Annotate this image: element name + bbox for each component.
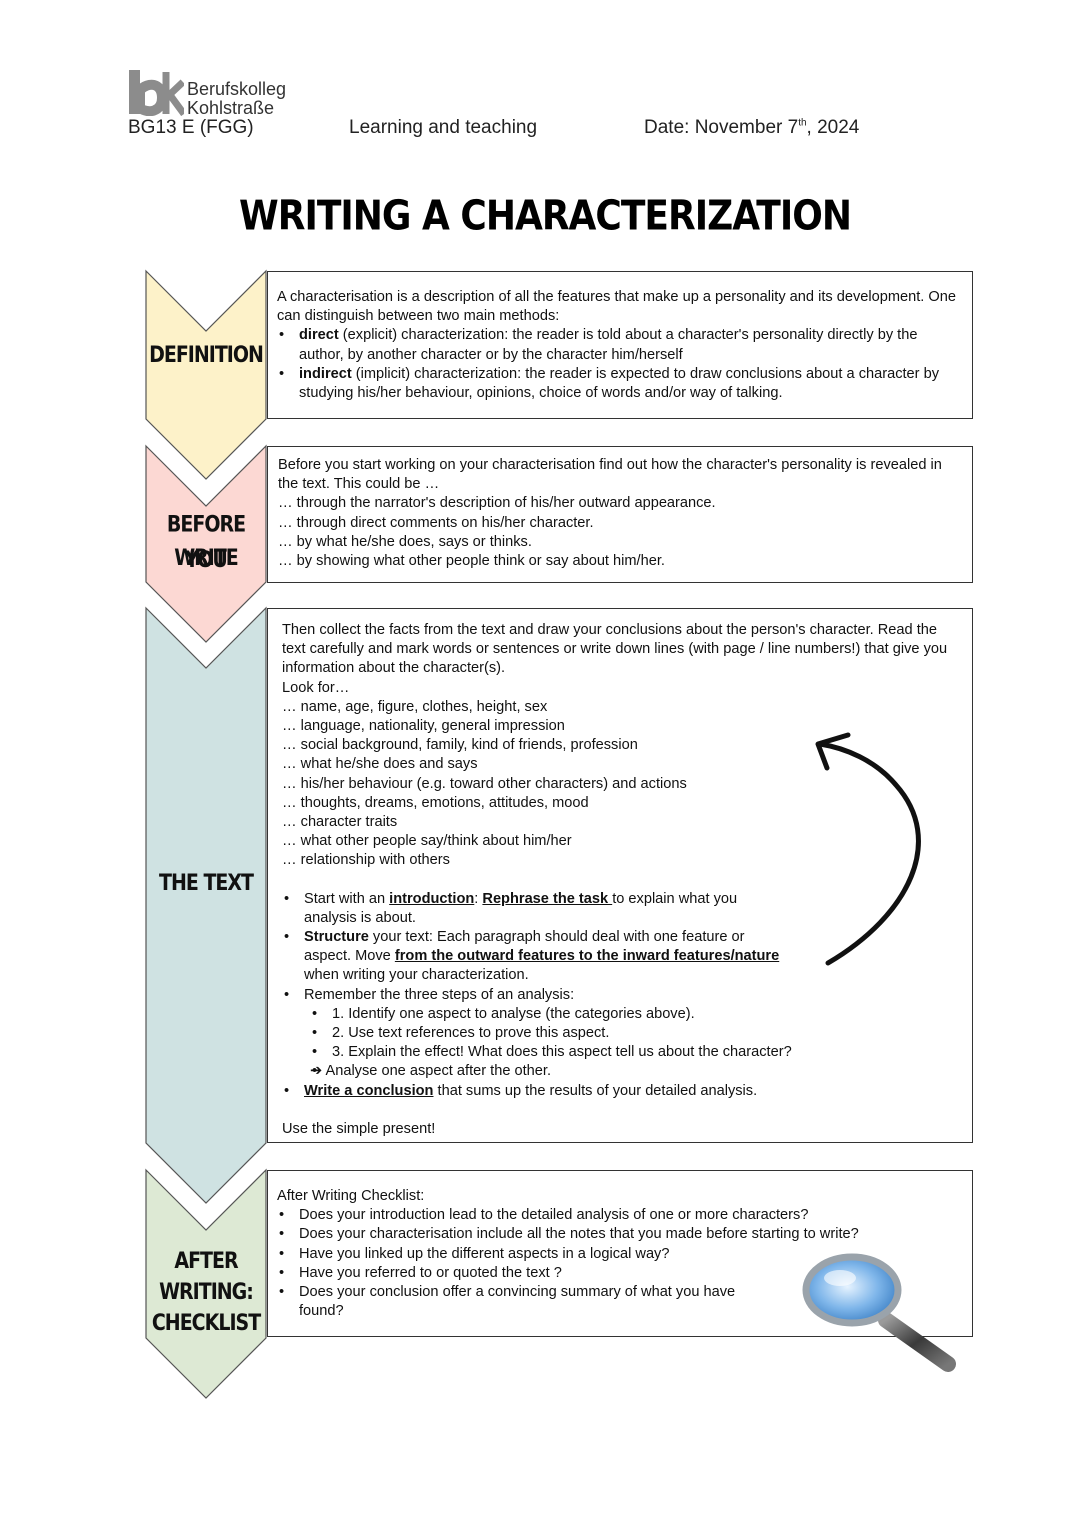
list-item: Start with an introduction: Rephrase the… xyxy=(282,890,792,928)
list-item: … social background, family, kind of fri… xyxy=(282,737,638,754)
checklist-item: Does your conclusion offer a convincing … xyxy=(277,1283,749,1321)
list-item: Structure your text: Each paragraph shou… xyxy=(282,928,792,986)
checklist-item: Have you linked up the different aspects… xyxy=(277,1245,962,1264)
list-item: … what other people say/think about him/… xyxy=(282,833,572,850)
step-item: 3. Explain the effect! What does this as… xyxy=(310,1043,962,1062)
analysis-steps: 1. Identify one aspect to analyse (the c… xyxy=(282,1005,962,1082)
list-item: Write a conclusion that sums up the resu… xyxy=(282,1082,962,1101)
checklist-item: Does your introduction lead to the detai… xyxy=(277,1206,962,1225)
definition-list: direct (explicit) characterization: the … xyxy=(277,326,962,403)
page-title: WRITING A CHARACTERIZATION xyxy=(239,192,852,241)
list-item: … his/her behaviour (e.g. toward other c… xyxy=(282,775,687,792)
label-before-2: WRITE xyxy=(174,545,239,571)
label-after-2: WRITING: xyxy=(159,1279,254,1305)
chevron-after xyxy=(145,1168,267,1399)
header-info: BG13 E (FGG) Learning and teaching Date:… xyxy=(128,117,948,143)
before-box: Before you start working on your charact… xyxy=(267,446,973,583)
logo-line-1: Berufskolleg xyxy=(187,79,287,99)
checklist-item: Have you referred to or quoted the text … xyxy=(277,1264,962,1283)
list-item: direct (explicit) characterization: the … xyxy=(277,326,962,364)
list-item: … name, age, figure, clothes, height, se… xyxy=(282,698,548,715)
after-heading: After Writing Checklist: xyxy=(277,1188,425,1204)
step-item: ➔ Analyse one aspect after the other. xyxy=(310,1062,962,1081)
list-item: … by what he/she does, says or thinks. xyxy=(278,533,532,550)
definition-intro: A characterisation is a description of a… xyxy=(277,289,956,325)
list-item: … character traits xyxy=(282,814,398,831)
label-after-3: CHECKLIST xyxy=(151,1310,261,1336)
list-item: … what he/she does and says xyxy=(282,756,478,773)
checklist-item: Does your characterisation include all t… xyxy=(277,1225,962,1244)
text-box: Then collect the facts from the text and… xyxy=(267,608,973,1143)
chevron-definition xyxy=(145,269,267,480)
list-item: … language, nationality, general impress… xyxy=(282,718,565,735)
label-definition: DEFINITION xyxy=(149,342,264,368)
list-item: … through the narrator's description of … xyxy=(278,495,716,512)
logo-line-2: Kohlstraße xyxy=(187,98,275,118)
text-footer: Use the simple present! xyxy=(282,1120,436,1137)
class-code: BG13 E (FGG) xyxy=(128,117,254,138)
checklist: Does your introduction lead to the detai… xyxy=(277,1206,962,1321)
text-bullets-end: Write a conclusion that sums up the resu… xyxy=(282,1082,962,1101)
look-for: Look for… xyxy=(282,679,350,696)
step-item: 1. Identify one aspect to analyse (the c… xyxy=(310,1005,962,1024)
label-text: THE TEXT xyxy=(158,870,254,896)
label-after-1: AFTER xyxy=(174,1248,238,1274)
list-item: … by showing what other people think or … xyxy=(278,553,665,570)
subject: Learning and teaching xyxy=(349,117,538,138)
step-item: 2. Use text references to prove this asp… xyxy=(310,1024,962,1043)
text-intro: Then collect the facts from the text and… xyxy=(282,622,948,677)
before-intro: Before you start working on your charact… xyxy=(278,457,942,493)
curved-arrow-icon xyxy=(815,732,921,966)
label-before-1: BEFORE YOU xyxy=(166,511,246,573)
list-item: … relationship with others xyxy=(282,852,450,869)
school-logo: Berufskolleg Kohlstraße xyxy=(128,66,298,122)
list-item: … through direct comments on his/her cha… xyxy=(278,514,594,531)
text-bullets: Start with an introduction: Rephrase the… xyxy=(282,890,792,1005)
definition-box: A characterisation is a description of a… xyxy=(267,271,973,419)
list-item: … thoughts, dreams, emotions, attitudes,… xyxy=(282,794,589,811)
chevron-before xyxy=(145,444,267,643)
list-item: Remember the three steps of an analysis: xyxy=(282,986,792,1005)
bk-logo-icon xyxy=(129,70,184,116)
magnifying-glass-icon xyxy=(802,1253,956,1372)
date: Date: November 7th, 2024 xyxy=(644,117,860,138)
list-item: indirect (implicit) characterization: th… xyxy=(277,365,962,403)
chevron-text xyxy=(145,606,267,1204)
